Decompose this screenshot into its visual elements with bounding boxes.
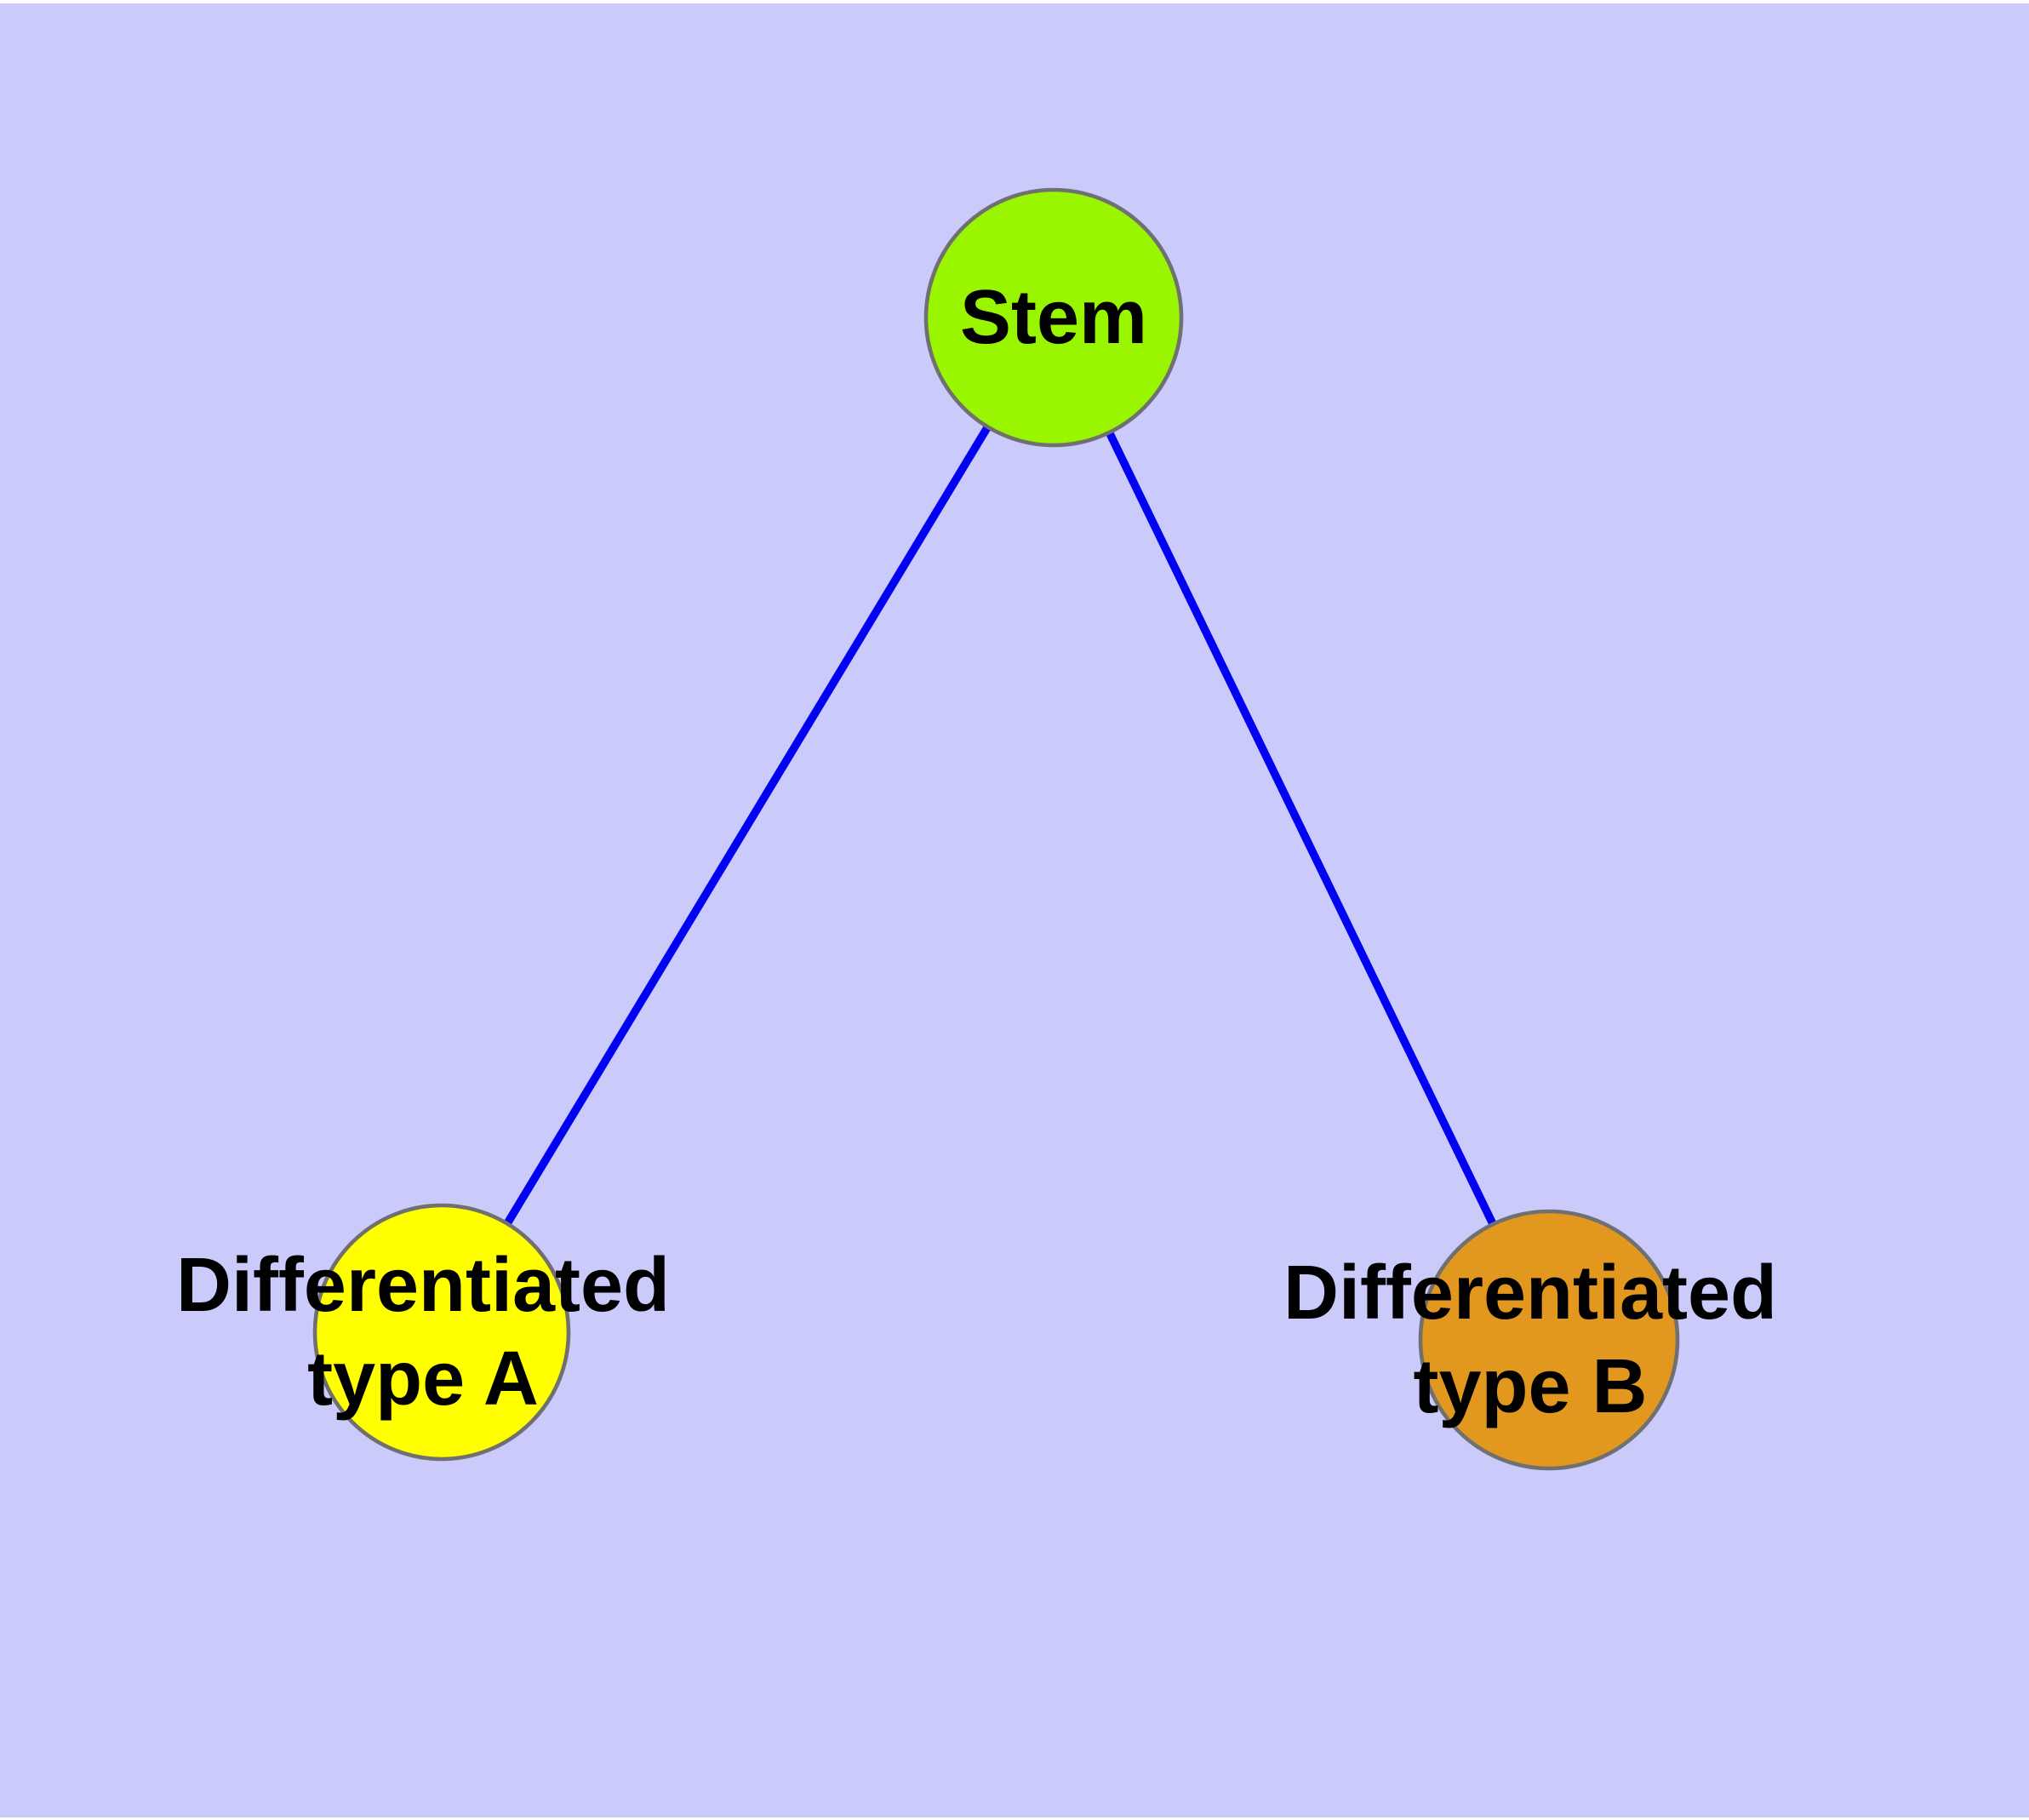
edge-stem-to-type-a bbox=[437, 315, 1058, 1335]
node-label-type-b-line1: Differentiated bbox=[1283, 1251, 1778, 1336]
node-label-stem-line: Stem bbox=[959, 275, 1148, 360]
node-label-type-a-line1: Differentiated bbox=[175, 1243, 671, 1328]
edge-stem-to-type-b bbox=[1049, 315, 1553, 1342]
node-label-differentiated-type-b: Differentiated type B bbox=[1147, 1246, 1913, 1434]
node-label-differentiated-type-a: Differentiated type A bbox=[40, 1239, 806, 1426]
node-label-type-b-line2: type B bbox=[1413, 1344, 1648, 1429]
node-circle-differentiated-type-a bbox=[312, 1203, 571, 1462]
node-circle-stem bbox=[923, 187, 1184, 448]
node-label-stem: Stem bbox=[671, 271, 1437, 364]
node-label-type-a-line2: type A bbox=[307, 1336, 539, 1422]
node-circle-differentiated-type-b bbox=[1418, 1209, 1680, 1471]
